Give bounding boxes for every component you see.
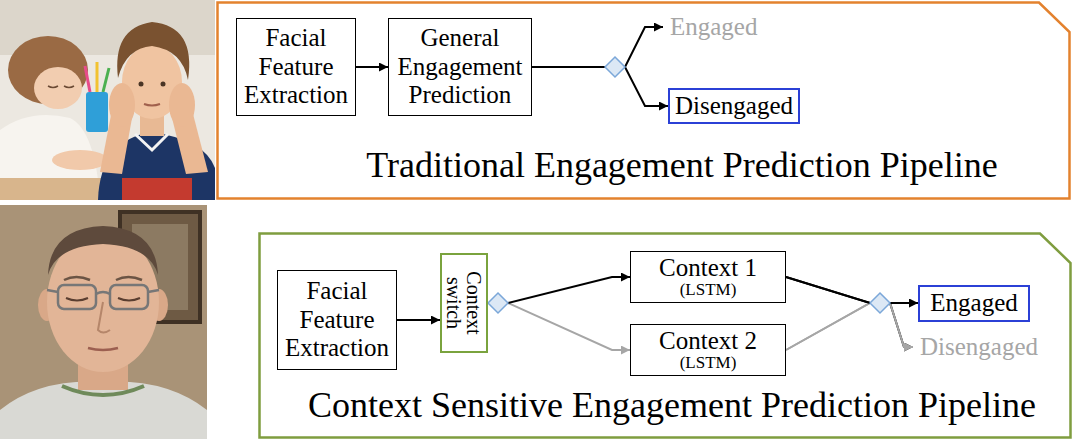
output-label: Disengaged [918, 332, 1040, 363]
man-brows [64, 277, 142, 280]
man-shirt [0, 382, 207, 439]
box-text: Disengaged [675, 92, 793, 121]
girl-eyes [48, 86, 74, 88]
selected-output-box: Engaged [918, 285, 1030, 322]
pencil [103, 68, 109, 92]
process-box: Context 1(LSTM) [630, 251, 786, 303]
box-text: Context 2 [659, 328, 757, 354]
flow-arrow [532, 27, 663, 67]
panel-border [260, 234, 1071, 438]
box-text: Facial Feature Extraction [243, 24, 349, 110]
flow-arrow [786, 303, 913, 350]
flow-arrow [356, 66, 388, 68]
flow-arrow [786, 303, 918, 350]
photo-background [0, 205, 207, 439]
process-box: Facial Feature Extraction [277, 270, 397, 370]
man-closed-eyes [66, 298, 140, 301]
box-text: Engaged [670, 13, 757, 42]
glasses-lens [110, 285, 148, 309]
man-mouth [88, 348, 118, 350]
flow-arrow [397, 319, 440, 321]
boy-mouth [144, 104, 160, 106]
box-text: Disengaged [920, 333, 1038, 362]
boy-hair [117, 22, 189, 80]
pencil [96, 62, 99, 92]
output-label: Engaged [668, 12, 759, 43]
pencil-cup [86, 92, 108, 132]
classroom-photo [0, 0, 215, 200]
decision-diamond [605, 57, 625, 77]
selected-output-box: Disengaged [668, 88, 800, 125]
decision-diamond [488, 293, 508, 313]
boy-hand [109, 83, 135, 127]
man-nose [98, 302, 110, 333]
process-box: Context 2(LSTM) [630, 324, 786, 376]
girl-arm [52, 150, 108, 170]
pipeline-panel: Traditional Engagement Prediction Pipeli… [216, 1, 1071, 200]
man-photo [0, 205, 207, 439]
box-text: (LSTM) [680, 281, 737, 299]
box-text: Engaged [930, 289, 1017, 318]
book [122, 178, 192, 200]
process-box: General Engagement Prediction [388, 18, 532, 116]
panel-caption: Traditional Engagement Prediction Pipeli… [366, 144, 998, 187]
box-text: (LSTM) [680, 354, 737, 372]
pipeline-panel: Context Sensitive Engagement Prediction … [258, 232, 1072, 439]
photo-background [0, 0, 215, 200]
boy-eye [139, 82, 144, 87]
shirt-collar [62, 386, 144, 395]
box-text: General Engagement Prediction [395, 24, 525, 110]
glasses-lens [58, 285, 96, 309]
box-text: Context switch [444, 268, 484, 338]
panel-border [218, 3, 1070, 199]
flow-arrow [532, 67, 668, 106]
decision-diamond [870, 293, 890, 313]
flow-arrow [488, 303, 630, 350]
girl-face [34, 67, 82, 109]
pencil [85, 66, 90, 92]
boy-eye [161, 82, 166, 87]
box-text: Context 1 [659, 255, 757, 281]
panel-caption: Context Sensitive Engagement Prediction … [308, 384, 1036, 427]
context-switch-box: Context switch [440, 253, 488, 353]
flow-arrow [488, 277, 630, 303]
flow-arrow [786, 277, 918, 303]
boy-collar [135, 134, 168, 150]
boy-hand [169, 83, 195, 127]
flow-arrow [786, 277, 913, 347]
process-box: Facial Feature Extraction [236, 18, 356, 116]
glasses-frame [47, 290, 159, 294]
man-hair [48, 226, 158, 275]
box-text: Facial Feature Extraction [284, 277, 390, 363]
